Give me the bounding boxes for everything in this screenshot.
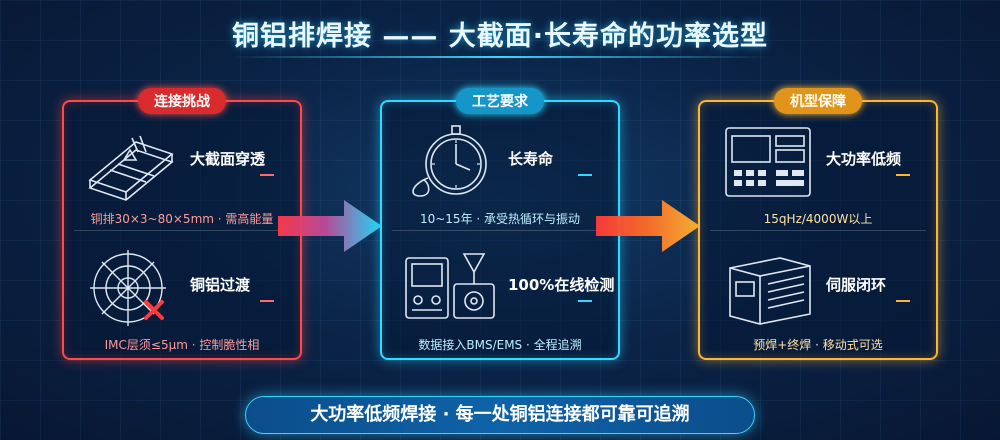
item-label: 大截面穿透 — [190, 150, 266, 168]
control-panel-icon — [725, 127, 811, 197]
panel-divider — [392, 230, 608, 231]
item-caption: 铜排30×3~80×5mm · 需高能量 — [90, 212, 274, 226]
item-caption: 预焊+终焊 · 移动式可选 — [753, 338, 883, 352]
panel-process: 工艺要求 长寿命 10~15年 · 承受热循环与振动 — [380, 88, 620, 362]
panel-item: 伺服闭环 预焊+终焊 · 移动式可选 — [700, 234, 936, 362]
panel-guarantee: 机型保障 大功率低频 15qHz/4000W以上 — [698, 88, 938, 362]
item-caption: 15qHz/4000W以上 — [763, 212, 873, 226]
panel-item: 大截面穿透 铜排30×3~80×5mm · 需高能量 — [64, 108, 300, 236]
item-label: 伺服闭环 — [826, 276, 887, 294]
panel-challenge: 连接挑战 大截面穿透 铜排30×3~80×5mm · 需高能量 — [62, 88, 302, 362]
panel-badge-challenge: 连接挑战 — [138, 88, 226, 114]
label-accent — [578, 300, 592, 302]
label-accent — [578, 174, 592, 176]
busbar-icon — [88, 135, 174, 201]
item-caption: 10~15年 · 承受热循环与振动 — [419, 212, 581, 226]
panel-item: 100%在线检测 数据接入BMS/EMS · 全程追溯 — [382, 234, 618, 362]
label-accent — [260, 300, 274, 302]
page-title: 铜铝排焊接 —— 大截面·长寿命的功率选型 — [231, 21, 769, 52]
item-label: 长寿命 — [508, 150, 554, 168]
label-accent — [896, 300, 910, 302]
panel-item: 大功率低频 15qHz/4000W以上 — [700, 108, 936, 236]
item-caption: 数据接入BMS/EMS · 全程追溯 — [418, 338, 582, 352]
panel-item: 铜铝过渡 IMC层须≤5μm · 控制脆性相 — [64, 234, 300, 362]
label-accent — [260, 174, 274, 176]
flow-arrow-right-icon — [278, 200, 382, 252]
crosshair-target-icon — [90, 250, 166, 326]
panel-badge-process: 工艺要求 — [456, 88, 544, 114]
item-label: 大功率低频 — [826, 150, 902, 168]
title-underline — [230, 56, 770, 58]
label-accent — [896, 174, 910, 176]
item-label: 铜铝过渡 — [190, 276, 251, 294]
panel-divider — [74, 230, 290, 231]
item-label: 100%在线检测 — [508, 276, 615, 294]
inspection-instrument-icon — [405, 253, 495, 319]
item-caption: IMC层须≤5μm · 控制脆性相 — [104, 338, 260, 352]
panel-divider — [710, 230, 926, 231]
panel-badge-guarantee: 机型保障 — [774, 88, 862, 114]
footer-banner: 大功率低频焊接 · 每一处铜铝连接都可靠可追溯 — [245, 396, 755, 434]
servo-machine-icon — [729, 257, 811, 325]
panel-item: 长寿命 10~15年 · 承受热循环与振动 — [382, 108, 618, 236]
stopwatch-icon — [412, 125, 487, 197]
flow-arrow-right-icon — [596, 200, 700, 252]
